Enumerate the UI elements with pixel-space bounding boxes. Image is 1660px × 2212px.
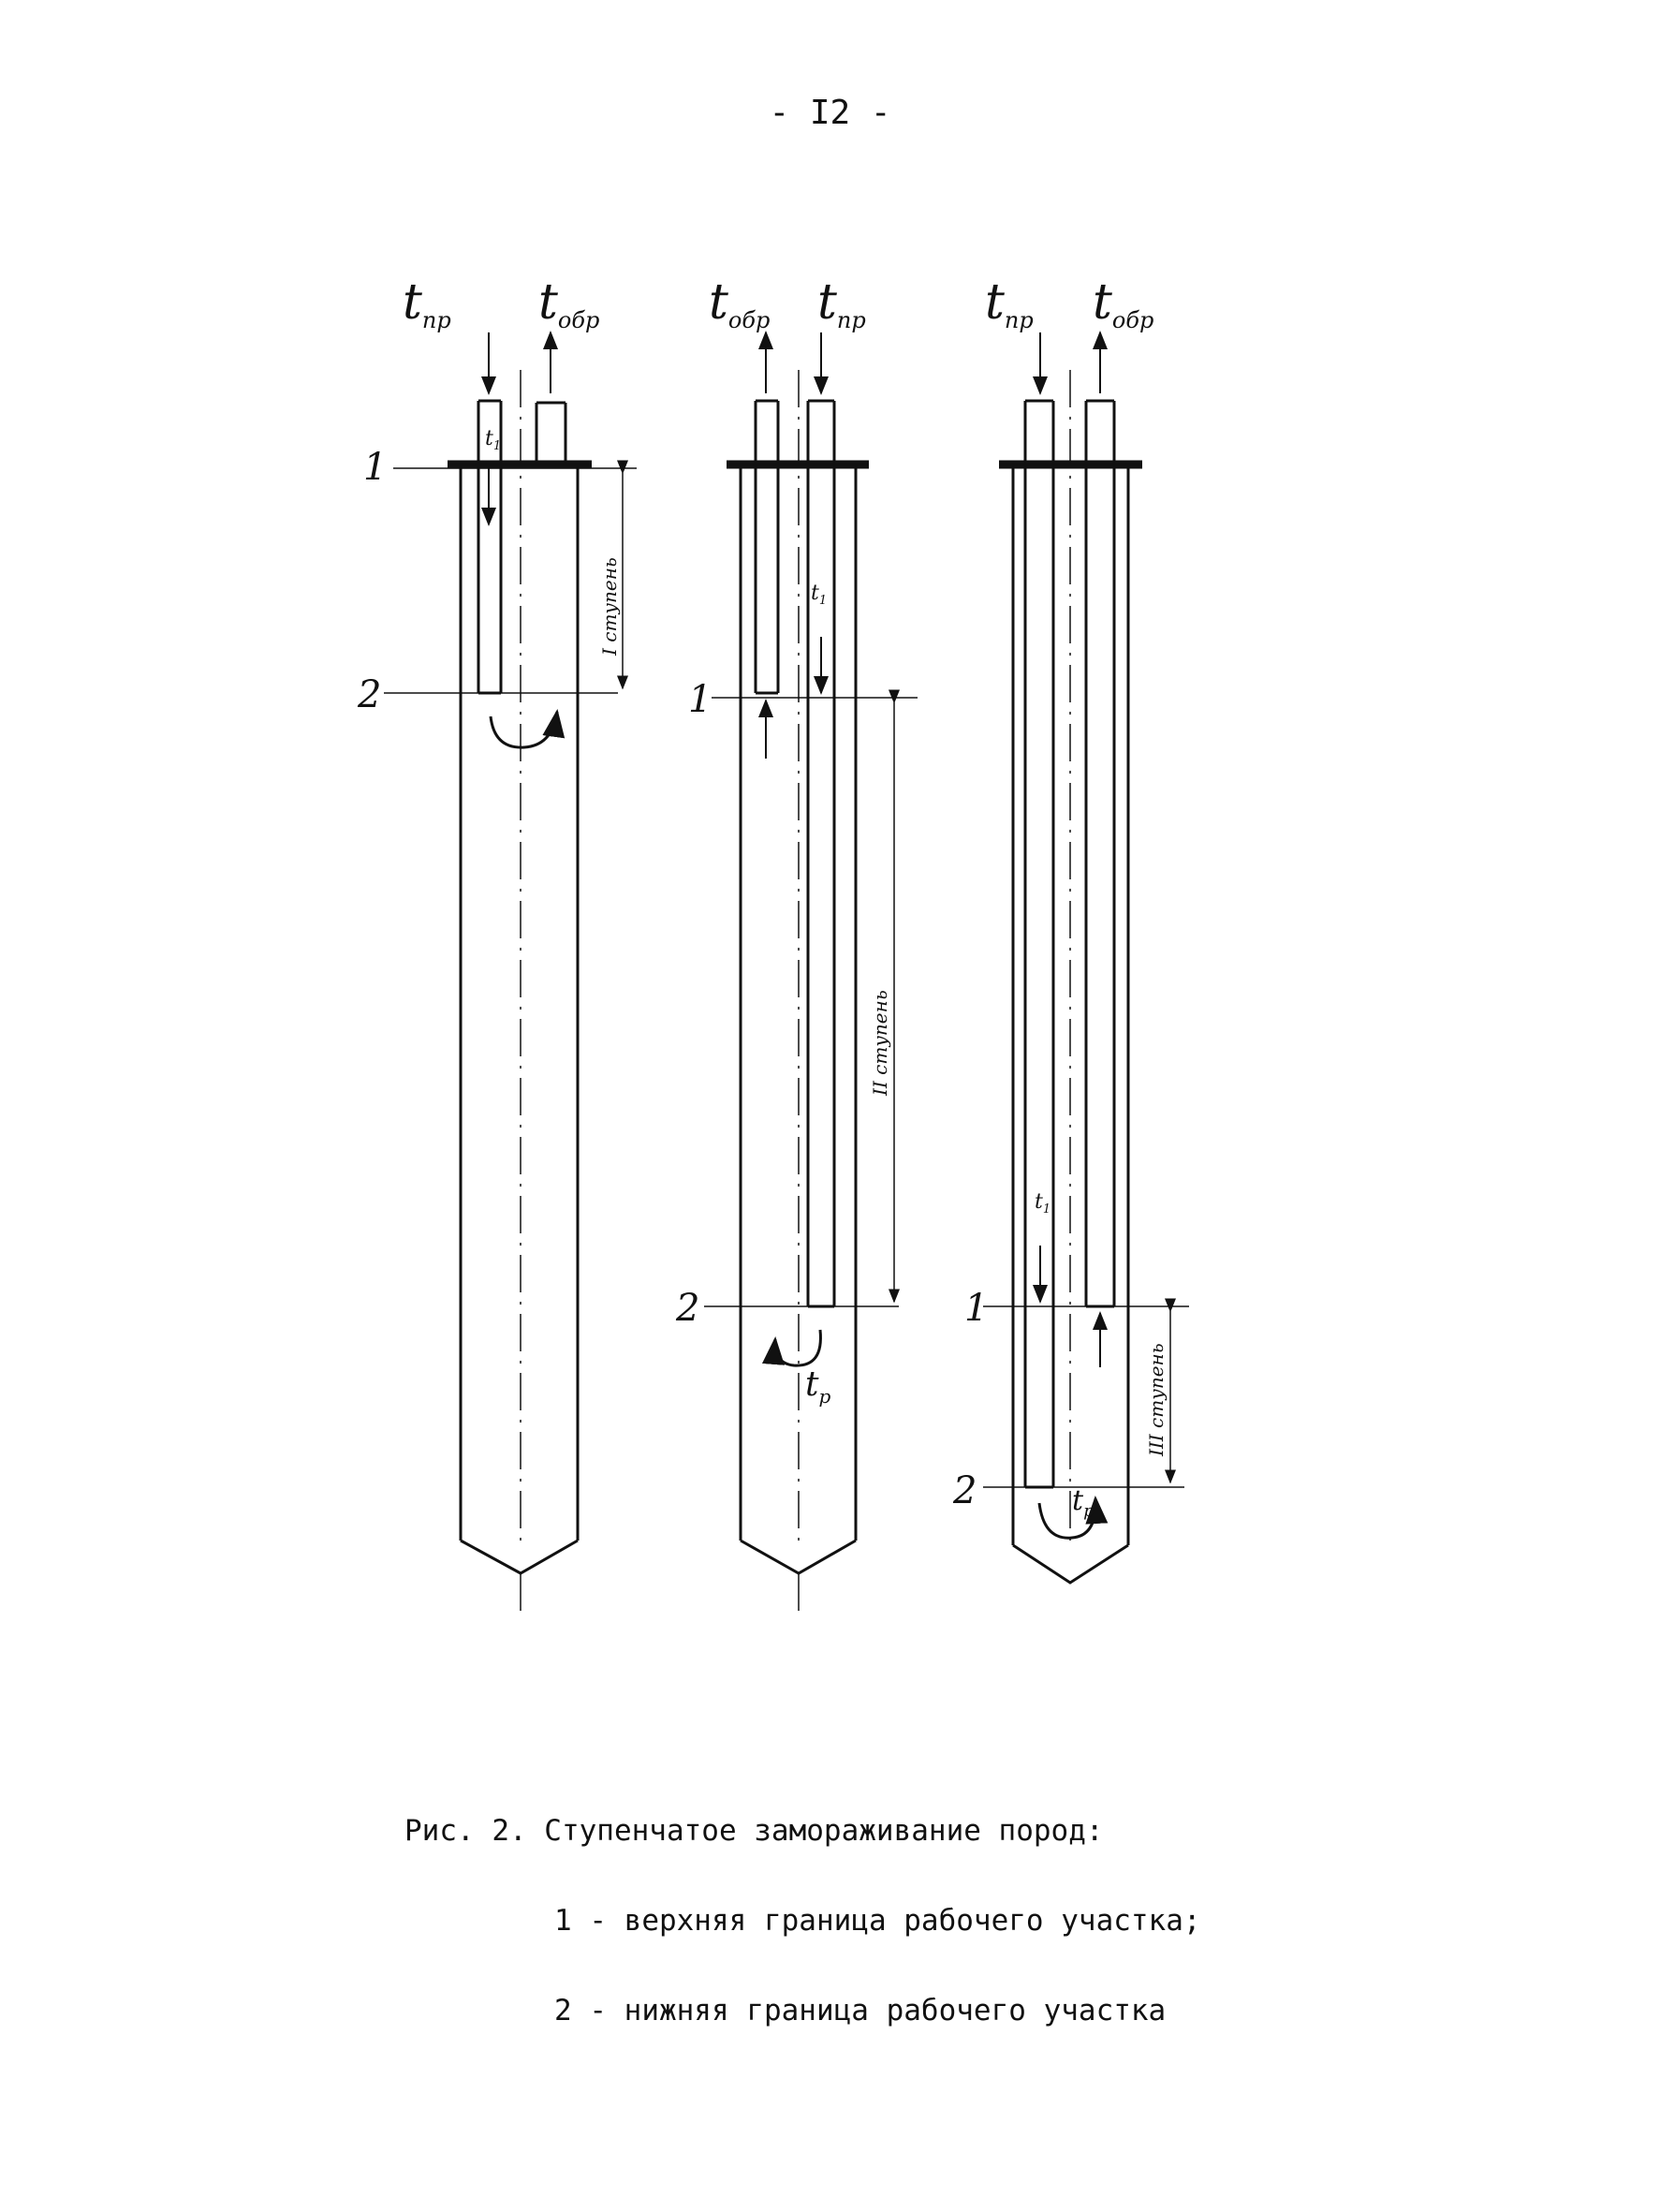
label-t1-3: t1 [1035,1190,1050,1217]
caption-legend-2: 2 - нижняя граница рабочего участка [554,1994,1167,2028]
stage-label-2: II ступень [869,990,891,1097]
caption-title: Рис. 2. Ступенчатое замораживание пород: [404,1814,1104,1848]
label-t-pr-3: tпр [985,274,1034,333]
boundary-label-1-col2: 1 [688,678,712,721]
freezing-column-2 [704,331,918,1611]
boundary-label-2-col2: 2 [675,1287,699,1330]
label-t1-2: t1 [811,582,827,608]
label-tr-2: tр [805,1365,830,1408]
boundary-label-1-col3: 1 [964,1287,988,1330]
label-t-pr-2: tпр [817,274,866,333]
stage-label-1: I ступень [598,557,621,656]
boundary-label-1-col1: 1 [363,446,387,489]
label-t-obr-2: tобр [709,274,770,333]
boundary-label-2-col1: 2 [357,673,381,716]
label-tr-3: tр [1072,1484,1094,1521]
label-t1-1: t1 [485,427,501,453]
stage-label-3: III ступень [1145,1343,1168,1457]
label-t-pr-1: tпр [403,274,451,333]
freezing-column-1 [384,331,637,1611]
label-t-obr-1: tобр [538,274,599,333]
figure-caption: Рис. 2. Ступенчатое замораживание пород:… [404,1756,1434,2056]
label-t-obr-3: tобр [1093,274,1153,333]
freezing-column-3 [983,331,1189,1585]
boundary-label-2-col3: 2 [952,1469,977,1512]
page-number: - I2 - [769,94,891,132]
caption-legend-1: 1 - верхняя граница рабочего участка; [554,1904,1201,1938]
